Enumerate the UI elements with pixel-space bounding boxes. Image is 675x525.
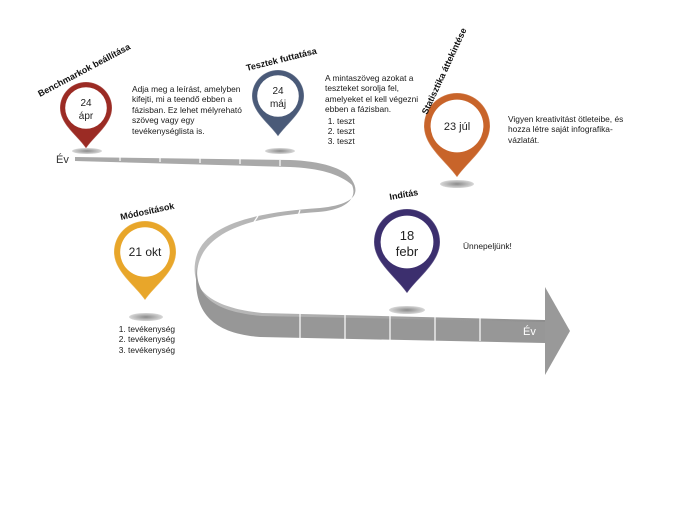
road-tick xyxy=(253,215,259,223)
pin-title: Módosítások xyxy=(119,201,176,222)
pin-face xyxy=(430,99,484,153)
pin-date: 23 júl xyxy=(444,121,470,133)
description-tests: A mintaszöveg azokat a teszteket sorolja… xyxy=(325,73,430,147)
pin-shadow xyxy=(72,148,102,154)
description-launch: Ünnepeljünk! xyxy=(463,241,563,251)
pin-face xyxy=(120,227,170,277)
pin-title: Indítás xyxy=(389,187,419,202)
pin-title: Tesztek futtatása xyxy=(245,45,319,72)
pin-rim xyxy=(113,220,177,302)
list-item: teszt xyxy=(337,116,430,126)
description-text: Adja meg a leírást, amelyben kifejti, mi… xyxy=(132,84,242,136)
list-item: tevékenység xyxy=(128,345,236,355)
pin-shadow xyxy=(265,148,295,154)
list-item: teszt xyxy=(337,126,430,136)
timeline-road: Év Év Év xyxy=(56,153,570,375)
pin-rim xyxy=(59,81,113,150)
pin-shadow xyxy=(129,313,163,321)
year-label-mid: Év xyxy=(363,199,373,209)
list-item: tevékenység xyxy=(128,334,236,344)
milestone-changes: 21 okt Módosítások xyxy=(113,201,177,321)
road-top-segment xyxy=(75,157,352,185)
pin-face xyxy=(257,75,299,117)
description-benchmark: Adja meg a leírást, amelyben kifejti, mi… xyxy=(132,84,257,136)
year-label-end: Év xyxy=(523,325,536,338)
pin-rim xyxy=(423,92,491,179)
pin-date-month: febr xyxy=(396,244,419,259)
pin-shadow xyxy=(440,180,474,188)
pin-date-day: 24 xyxy=(80,98,92,109)
road-tick xyxy=(341,206,346,214)
pin-date-day: 18 xyxy=(400,228,414,243)
pin-date-day: 24 xyxy=(272,86,284,97)
pin-face xyxy=(380,215,434,269)
year-label-start: Év xyxy=(56,153,69,166)
pin-rim xyxy=(373,208,441,295)
road-bottom-band xyxy=(196,260,546,343)
description-stats: Vigyen kreativitást ötleteibe, és hozza … xyxy=(508,114,628,145)
activity-list: tevékenység tevékenység tevékenység xyxy=(116,324,236,355)
road-tick xyxy=(297,209,301,217)
pin-date-month: ápr xyxy=(79,111,94,122)
test-list: teszt teszt teszt xyxy=(325,116,430,147)
road-ticks xyxy=(119,157,481,341)
pin-rim xyxy=(251,69,305,138)
pin-date-month: máj xyxy=(270,99,286,110)
description-text: Ünnepeljünk! xyxy=(463,241,512,251)
list-item: teszt xyxy=(337,136,430,146)
pin-shadow xyxy=(389,306,425,314)
pin-date: 21 okt xyxy=(129,245,162,259)
description-changes: tevékenység tevékenység tevékenység xyxy=(116,323,236,355)
pin-face xyxy=(65,87,107,129)
timeline-arrow-head xyxy=(545,287,570,375)
description-text: A mintaszöveg azokat a teszteket sorolja… xyxy=(325,73,419,115)
list-item: tevékenység xyxy=(128,324,236,334)
description-text: Vigyen kreativitást ötleteibe, és hozza … xyxy=(508,114,624,145)
